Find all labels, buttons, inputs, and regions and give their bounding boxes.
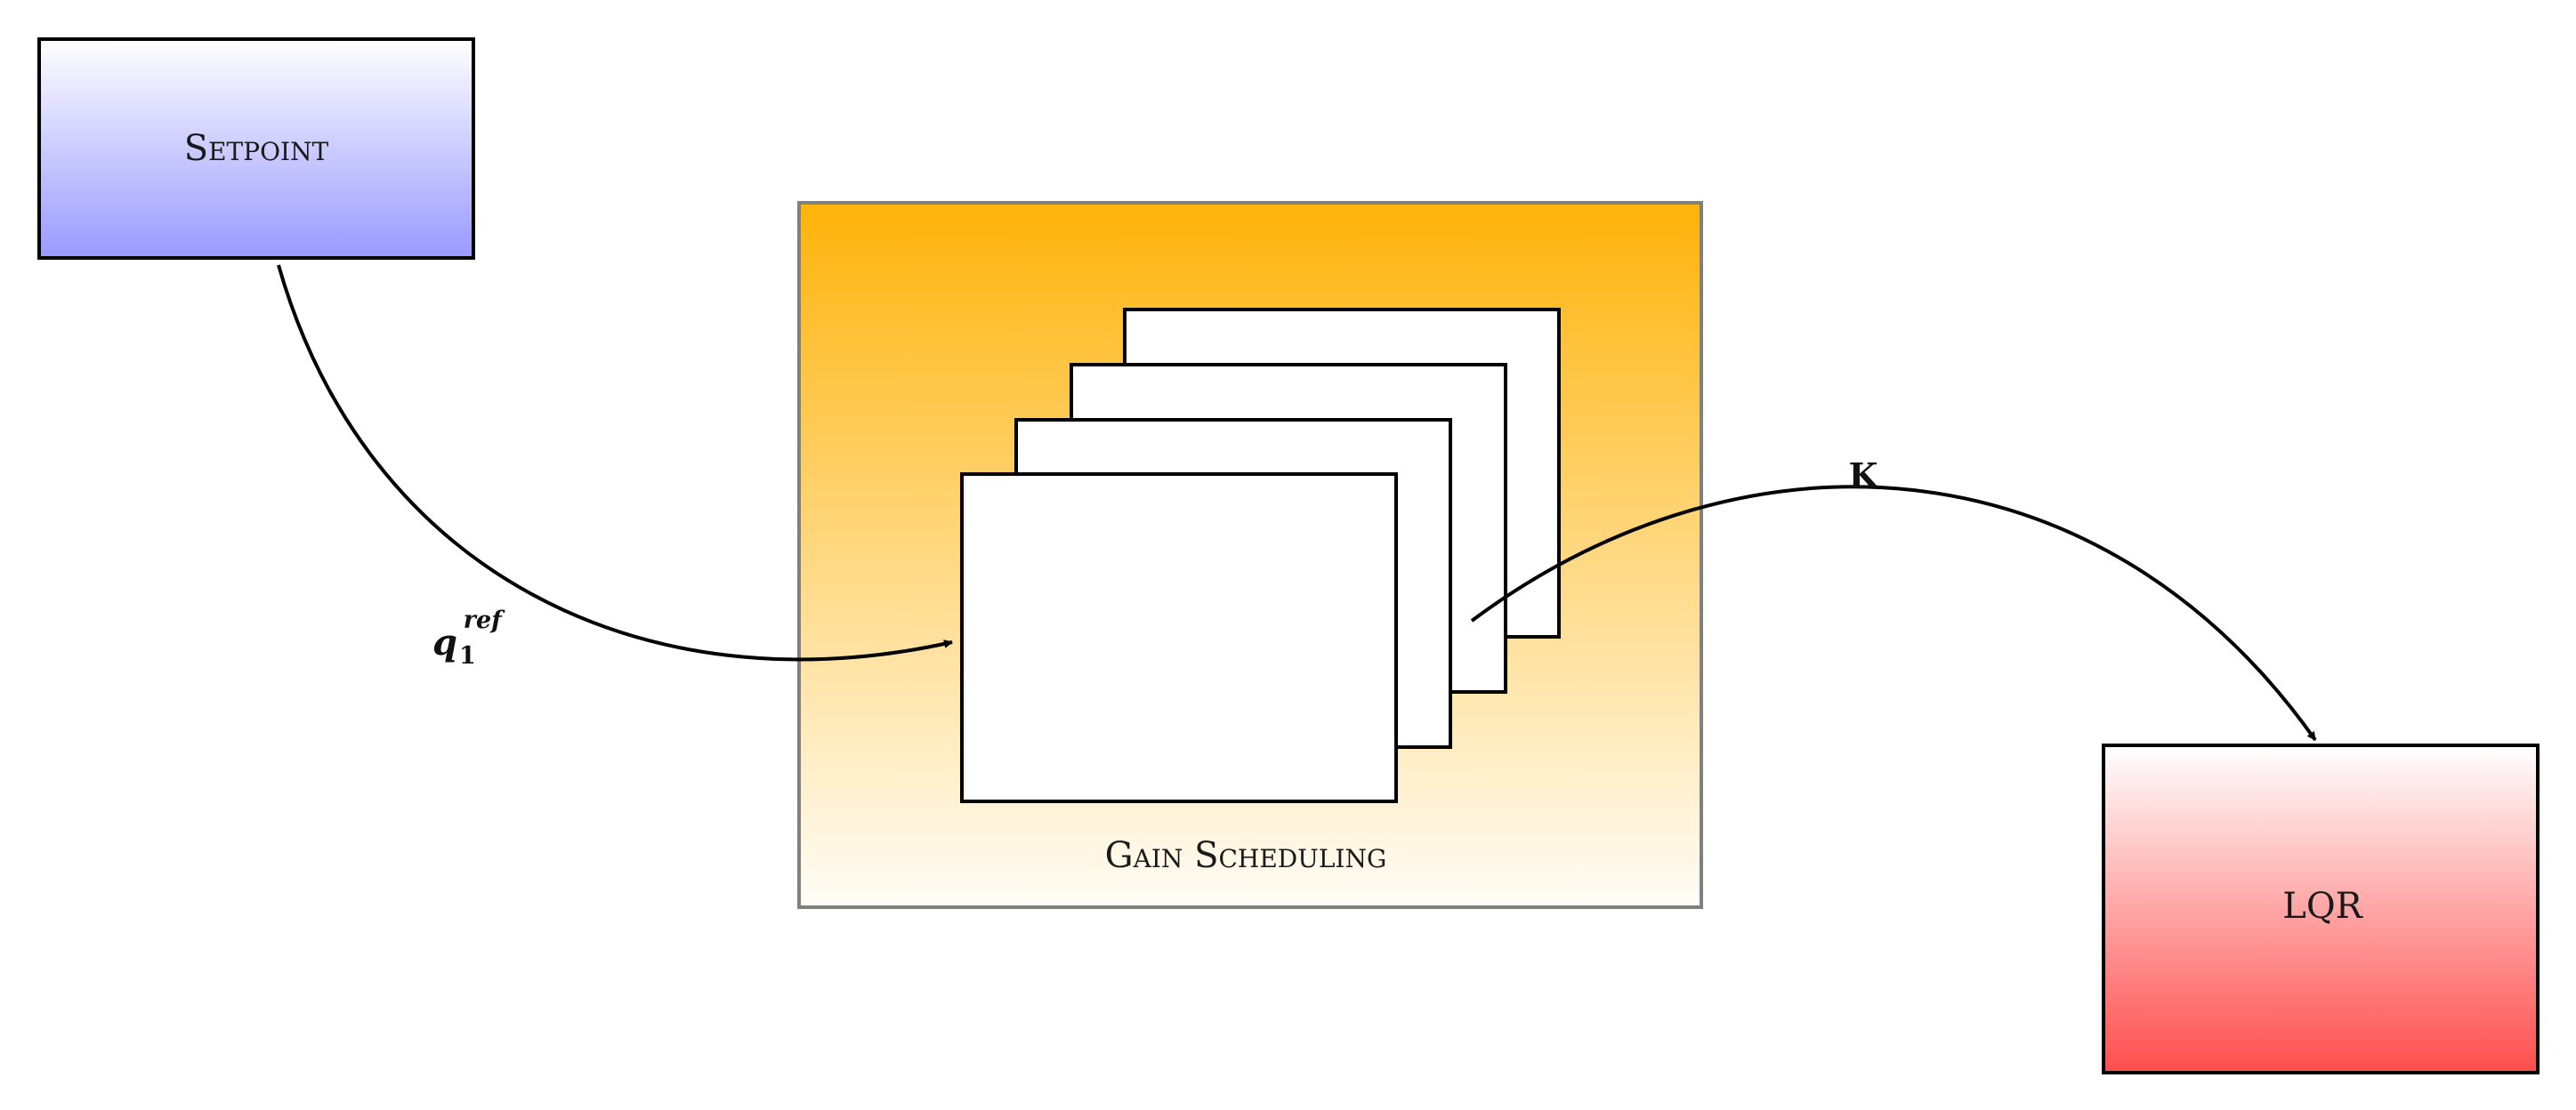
lqr-label: LQR — [2282, 886, 2363, 927]
edge-setpoint-to-gain: q1 ref — [277, 264, 953, 670]
lqr-box — [2102, 744, 2540, 1074]
gain-scheduling-node: Gain Scheduling — [797, 201, 1703, 909]
setpoint-node: Setpoint — [37, 37, 475, 260]
edge-k-label: K — [1848, 455, 1879, 495]
edge-q1ref-label: q1 ref — [432, 607, 505, 670]
lqr-node: LQR — [2102, 744, 2540, 1074]
q-subscript: 1 — [459, 642, 476, 670]
setpoint-box — [37, 37, 475, 260]
q-symbol: q — [432, 622, 457, 664]
edge-gain-to-lqr: K — [1470, 455, 2317, 742]
edge-gain-to-lqr-path — [1470, 485, 2317, 742]
q-superscript: ref — [464, 607, 505, 634]
edge-setpoint-to-gain-path — [277, 264, 953, 662]
gain-scheduling-label: Gain Scheduling — [1105, 835, 1387, 876]
setpoint-label: Setpoint — [184, 128, 329, 169]
gain-card-1 — [960, 472, 1398, 803]
